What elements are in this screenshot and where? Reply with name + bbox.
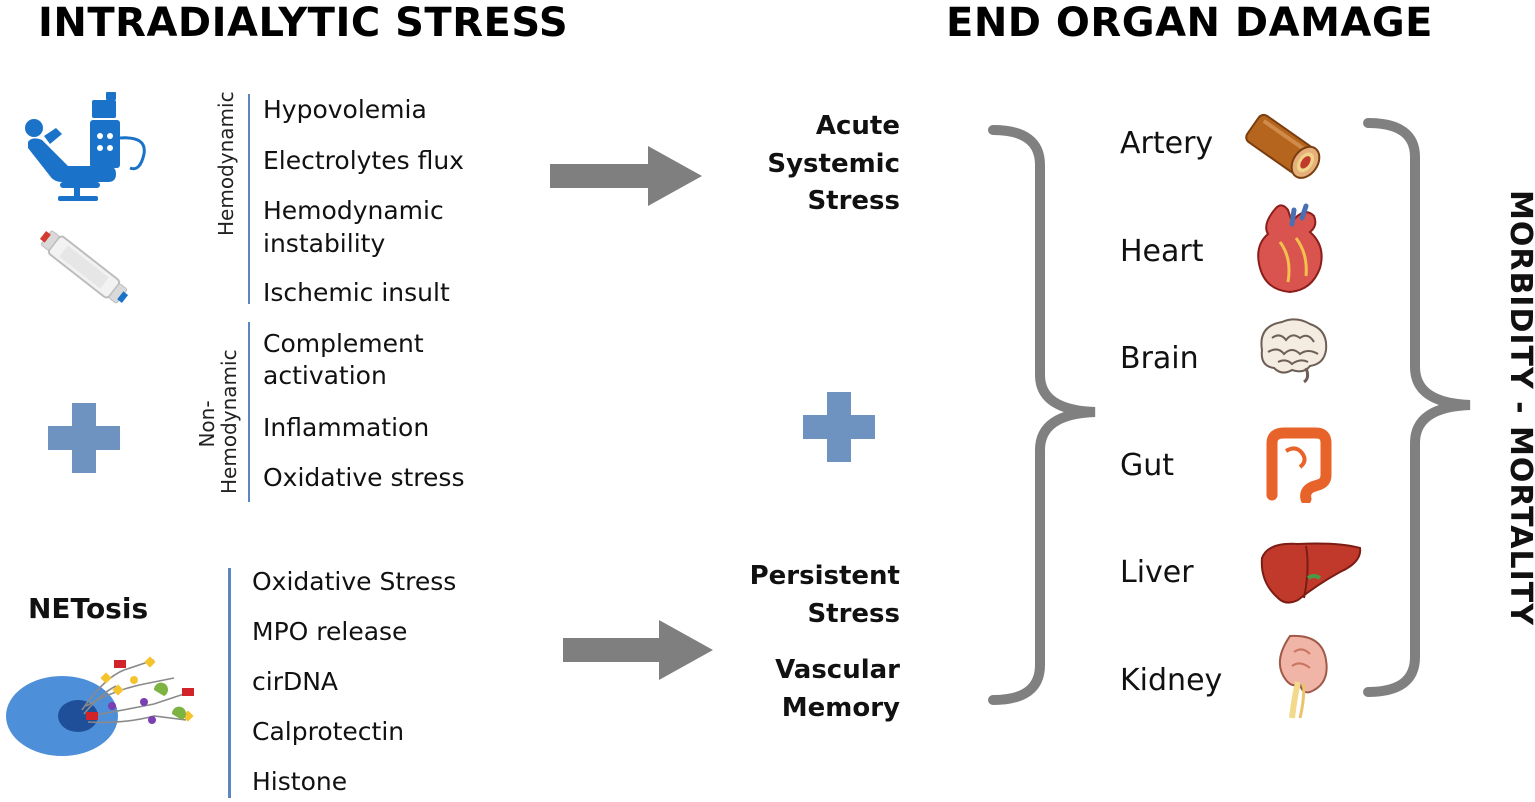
list-item: Hemodynamic <box>263 196 444 225</box>
list-item: Complement <box>263 329 424 358</box>
list-item: Oxidative stress <box>263 463 465 492</box>
stress-line: Systemic <box>767 148 900 179</box>
organ-label-liver: Liver <box>1120 555 1194 590</box>
heart-icon <box>1257 203 1323 294</box>
list-item: Oxidative Stress <box>252 567 457 596</box>
list-item: Calprotectin <box>252 717 405 746</box>
non-hemodynamic-label: Non- Hemodynamic <box>195 349 244 494</box>
brain-icon <box>1260 318 1328 384</box>
netosis-list: Oxidative Stress MPO release cirDNA Calp… <box>252 0 492 802</box>
right-title: END ORGAN DAMAGE <box>946 0 1434 46</box>
stress-line: Stress <box>807 186 900 217</box>
acute-systemic-stress-label: Acute Systemic Stress <box>700 108 900 221</box>
kidney-icon <box>1279 634 1328 719</box>
left-brace-icon <box>988 125 1096 705</box>
stress-line: Stress <box>807 598 900 629</box>
list-item: activation <box>263 361 387 390</box>
stress-line: Vascular <box>775 655 900 685</box>
right-brace-icon <box>1363 118 1471 697</box>
hemodynamic-label: Hemodynamic <box>214 91 238 236</box>
non-hemodynamic-divider <box>248 322 250 502</box>
list-item: instability <box>263 229 386 258</box>
list-item: cirDNA <box>252 667 339 696</box>
netosis-divider <box>228 568 231 798</box>
stress-line: Memory <box>781 692 900 723</box>
organ-label-gut: Gut <box>1120 448 1175 483</box>
stress-line: Acute <box>815 111 900 141</box>
organ-label-heart: Heart <box>1120 234 1204 269</box>
plus-icon-left <box>48 403 120 473</box>
gut-icon <box>1266 427 1332 503</box>
list-item: Inflammation <box>263 413 430 442</box>
arrow-right-icon-top <box>550 146 702 206</box>
non-hemodynamic-label-line2: Hemodynamic <box>217 349 241 494</box>
non-hemodynamic-list: Complement activation Inflammation Oxida… <box>263 0 503 510</box>
artery-icon <box>1245 113 1321 179</box>
arrow-right-icon-bottom <box>563 620 713 680</box>
list-item: Hypovolemia <box>263 95 427 124</box>
hemodynamic-divider <box>248 94 250 304</box>
list-item: MPO release <box>252 617 408 646</box>
list-item: Ischemic insult <box>263 278 450 307</box>
outcome-label: MORBIDITY - MORTALITY <box>1503 189 1535 626</box>
persistent-stress-label: Persistent Stress <box>700 558 900 633</box>
stress-line: Persistent <box>749 561 900 591</box>
netosis-cell-icon <box>6 656 194 756</box>
organ-label-kidney: Kidney <box>1120 663 1223 698</box>
organ-label-brain: Brain <box>1120 341 1199 376</box>
list-item: Electrolytes flux <box>263 146 464 175</box>
non-hemodynamic-label-line1: Non- <box>195 400 219 448</box>
organ-label-artery: Artery <box>1120 126 1214 161</box>
plus-icon-center <box>803 392 875 462</box>
dialysis-patient-icon <box>25 92 146 201</box>
dialyzer-icon <box>39 230 129 304</box>
liver-icon <box>1260 542 1362 604</box>
netosis-label: NETosis <box>28 592 149 625</box>
left-title: INTRADIALYTIC STRESS <box>38 0 569 46</box>
list-item: Histone <box>252 767 348 796</box>
vascular-memory-label: Vascular Memory <box>700 652 900 727</box>
hemodynamic-list: Hypovolemia Electrolytes flux Hemodynami… <box>263 0 503 320</box>
